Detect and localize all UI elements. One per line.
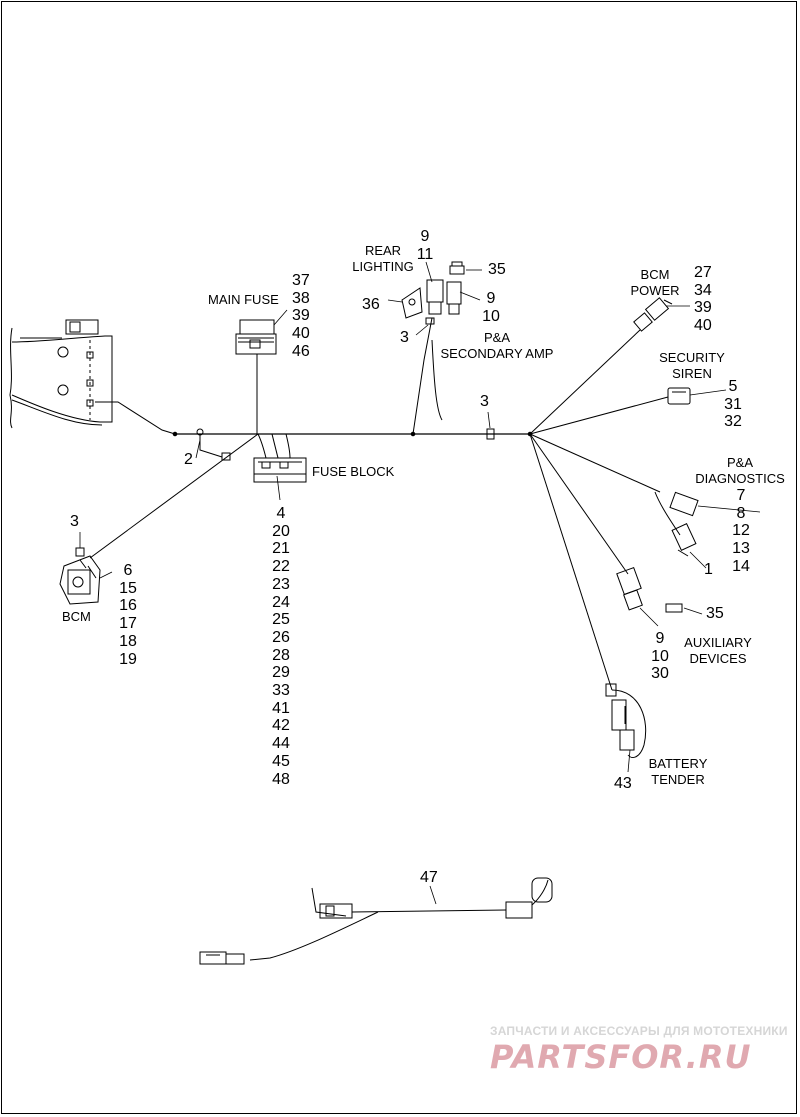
- bcm-callouts: 6 15 16 17 18 19: [119, 562, 137, 668]
- security-siren-connector: [667, 387, 691, 405]
- rear-lighting-label: REAR LIGHTING: [352, 243, 414, 274]
- bcm-module: [59, 547, 101, 605]
- battery-tender-branch: [529, 433, 613, 691]
- rear-lighting-connector: [425, 279, 462, 325]
- pa-secondary-amp-label: P&A SECONDARY AMP: [440, 330, 554, 361]
- pa-diag-1-callout: 1: [704, 561, 713, 578]
- rear-lighting-callouts: 9 11: [416, 228, 434, 263]
- plug-35-top: [449, 261, 465, 275]
- auxiliary-connector: [616, 566, 643, 611]
- bcm-power-callouts: 27 34 39 40: [694, 264, 712, 335]
- plug-35-top-callout: 35: [488, 261, 506, 278]
- bcm-power-connector: [633, 297, 673, 332]
- harness-clip-3: [486, 428, 495, 440]
- cable-47: [199, 877, 553, 965]
- pa-diagnostics-branch: [529, 433, 661, 493]
- clip-2-callout: 2: [184, 451, 193, 468]
- watermark-tagline: ЗАПЧАСТИ И АКСЕССУАРЫ ДЛЯ МОТОТЕХНИКИ: [490, 1024, 788, 1038]
- amp-branch: [412, 317, 433, 435]
- pa-amp-callouts: 9 10: [482, 290, 500, 325]
- frame-bracket: [9, 319, 176, 435]
- pa-diagnostics-connector: [669, 491, 699, 557]
- plug-35-mid-callout: 35: [706, 605, 724, 622]
- battery-tender-connector: [605, 683, 647, 758]
- leader-lines: [79, 261, 761, 905]
- bracket-36-callout: 36: [362, 296, 380, 313]
- bcm-power-branch: [529, 329, 641, 435]
- bcm-branch: [89, 433, 259, 559]
- fuse-block-label: FUSE BLOCK: [312, 464, 395, 479]
- fuse-block-callouts: 4 20 21 22 23 24 25 26 28 29 33 41 42 44…: [272, 505, 290, 788]
- main-fuse-label: MAIN FUSE: [208, 292, 279, 307]
- bcm-3-callout: 3: [70, 513, 79, 530]
- battery-tender-label: BATTERY TENDER: [648, 756, 708, 787]
- harness-clip-3-callout: 3: [480, 393, 489, 410]
- main-fuse-callouts: 37 38 39 40 46: [292, 272, 310, 360]
- bcm-label: BCM: [62, 609, 91, 624]
- security-siren-label: SECURITY SIREN: [659, 350, 725, 381]
- watermark-logo: PARTSFOR.RU: [490, 1038, 752, 1076]
- fuse-block: [253, 433, 307, 483]
- pa-amp-left-callout: 3: [400, 329, 409, 346]
- security-siren-callouts: 5 31 32: [724, 378, 742, 431]
- pa-diagnostics-label: P&A DIAGNOSTICS: [695, 455, 785, 486]
- pa-diagnostics-callouts: 7 8 12 13 14: [732, 487, 750, 575]
- auxiliary-devices-label: AUXILIARY DEVICES: [684, 635, 752, 666]
- bcm-power-label: BCM POWER: [630, 267, 680, 298]
- auxiliary-callouts: 9 10 30: [651, 630, 669, 683]
- auxiliary-branch: [529, 433, 629, 575]
- battery-tender-callout: 43: [614, 775, 632, 792]
- security-siren-branch: [529, 396, 669, 435]
- main-fuse: [235, 319, 277, 434]
- cable-47-callout: 47: [420, 869, 438, 886]
- bracket-36: [401, 287, 423, 319]
- plug-35-mid: [665, 603, 683, 613]
